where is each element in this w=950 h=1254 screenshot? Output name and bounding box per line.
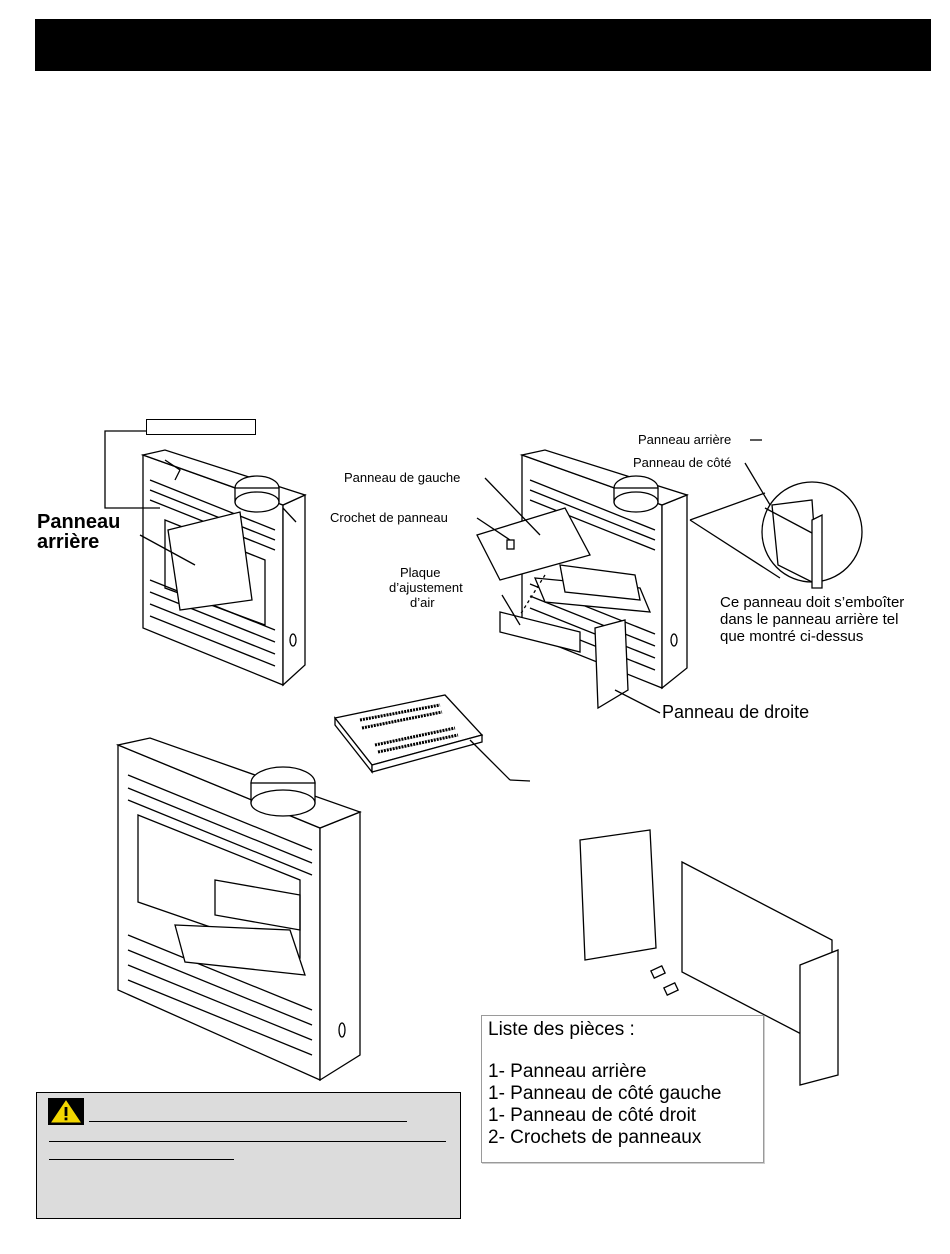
warning-box <box>36 1092 461 1219</box>
label-air-plate-line3: d’air <box>410 595 435 610</box>
parts-list-title: Liste des pièces : <box>488 1019 635 1040</box>
fireplace-exploded <box>476 449 689 710</box>
label-fit-note-line3: que montré ci-dessus <box>720 628 864 645</box>
parts-list-box: Liste des pièces : 1- Panneau arrière 1-… <box>481 1015 764 1163</box>
warning-text-line <box>49 1159 234 1160</box>
label-side-panel: Panneau de côté <box>633 455 732 470</box>
label-fit-note-line1: Ce panneau doit s’emboîter <box>720 594 905 611</box>
callout-line <box>104 430 160 509</box>
label-air-plate-line2: d’ajustement <box>389 580 463 595</box>
label-panel-hook: Crochet de panneau <box>330 510 448 525</box>
label-air-plate-line1: Plaque <box>400 565 441 580</box>
blank-label-box <box>146 419 256 435</box>
parts-list-item: 2- Crochets de panneaux <box>488 1127 702 1148</box>
section-header-bar <box>35 19 931 71</box>
warning-text-line <box>89 1121 407 1122</box>
parts-list-item: 1- Panneau de côté droit <box>488 1105 697 1126</box>
label-back-panel-line1: Panneau <box>37 511 121 533</box>
burner-tray <box>333 694 531 782</box>
warning-triangle-icon <box>48 1098 84 1125</box>
parts-list-item: 1- Panneau arrière <box>488 1061 647 1082</box>
fireplace-top-left <box>140 449 307 687</box>
fireplace-assembled <box>115 737 362 1082</box>
label-back-panel-line2: arrière <box>37 531 100 553</box>
label-left-panel: Panneau de gauche <box>344 470 461 485</box>
label-right-panel: Panneau de droite <box>662 702 810 722</box>
loose-panels <box>579 829 839 1086</box>
label-rear-panel: Panneau arrière <box>638 432 732 447</box>
label-fit-note-line2: dans le panneau arrière tel <box>720 611 899 628</box>
parts-list-item: 1- Panneau de côté gauche <box>488 1083 722 1104</box>
warning-text-line <box>49 1141 446 1142</box>
